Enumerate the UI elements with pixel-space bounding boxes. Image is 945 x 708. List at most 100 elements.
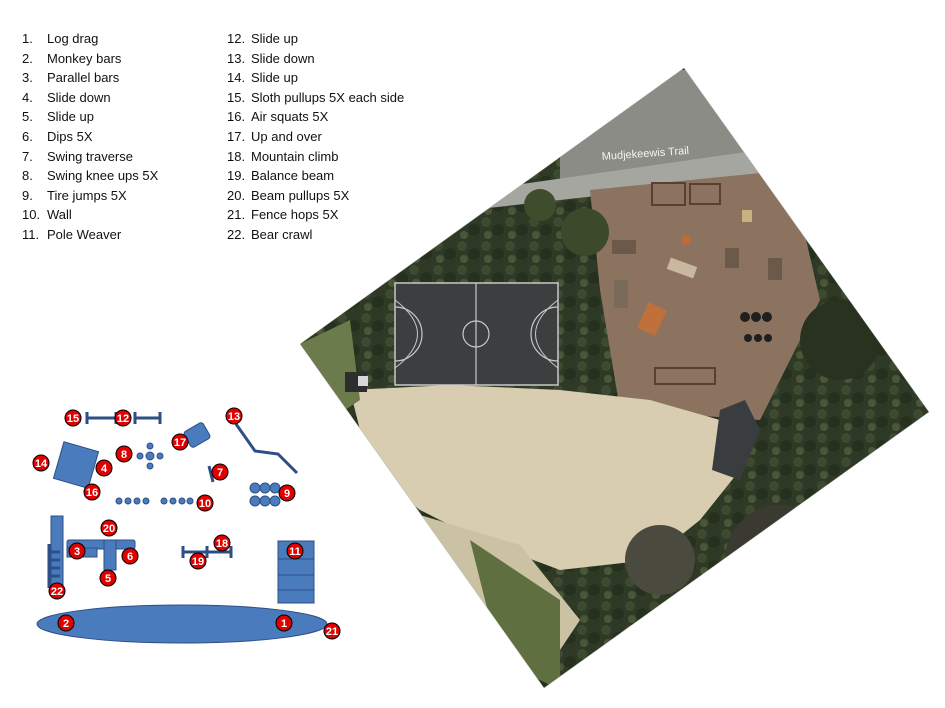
station-number: 15. — [227, 89, 246, 105]
slide-up-structure — [103, 539, 117, 571]
station-label: Mountain climb — [251, 148, 339, 164]
station-number: 3. — [22, 70, 33, 86]
station-marker: 4 — [95, 459, 113, 477]
station-marker-dot — [286, 542, 304, 560]
station-number: 19. — [227, 168, 246, 184]
station-list-item: 6.Dips 5X — [22, 127, 158, 147]
station-number: 2. — [22, 50, 33, 66]
station-list-item: 21. Fence hops 5X — [227, 205, 404, 225]
station-label: Beam pullups 5X — [251, 187, 350, 203]
station-marker-dot — [275, 614, 293, 632]
station-marker: 2 — [57, 614, 75, 632]
station-marker-dot — [189, 552, 207, 570]
station-label: Pole Weaver — [47, 226, 122, 242]
station-list-item: 4. Slide down — [22, 88, 158, 108]
station-marker-dot — [83, 483, 101, 501]
station-marker-number: 14 — [35, 458, 48, 470]
swing-structure — [52, 441, 100, 489]
station-marker: 14 — [32, 454, 50, 472]
station-marker: 7 — [211, 463, 229, 481]
station-number: 14. — [227, 70, 246, 86]
station-marker-number: 7 — [217, 467, 223, 479]
station-list-item: 9. Tire jumps 5X — [22, 186, 158, 206]
station-label: Up and over — [251, 128, 322, 144]
station-list-item: 3. Parallel bars — [22, 68, 158, 88]
station-marker: 1 — [275, 614, 293, 632]
station-marker-dot — [95, 459, 113, 477]
station-number: 21. — [227, 207, 246, 223]
station-marker-number: 22 — [51, 586, 63, 598]
station-marker-dot — [64, 409, 82, 427]
station-marker-number: 12 — [117, 413, 129, 425]
station-number: 7. — [22, 148, 33, 164]
station-number: 1. — [22, 31, 33, 46]
station-marker: 10 — [196, 494, 214, 512]
station-marker-dot — [323, 622, 341, 640]
station-number: 10. — [22, 207, 41, 223]
station-list-item: 1. Log drag — [22, 29, 158, 49]
station-list-item: 22. Bear crawl — [227, 225, 404, 245]
station-list-item: 11. Pole Weaver — [22, 225, 158, 245]
station-marker-number: 6 — [127, 551, 133, 563]
station-marker: 13 — [225, 407, 243, 425]
station-marker: 15 — [64, 409, 82, 427]
station-marker: 17 — [171, 433, 189, 451]
station-label: Fence hops 5X — [251, 207, 339, 223]
station-marker-number: 1 — [281, 618, 287, 630]
station-list-item: 7. Swing traverse — [22, 147, 158, 167]
station-list-item: 20. Beam pullups 5X — [227, 186, 404, 206]
station-label: Sloth pullups 5X each side — [251, 89, 405, 105]
station-list-item: 15. Sloth pullups 5X each side — [227, 88, 404, 108]
station-label: Tire jumps 5X — [47, 187, 127, 203]
station-number: 6. — [22, 128, 33, 144]
station-marker-dot — [68, 542, 86, 560]
station-marker-number: 13 — [228, 411, 240, 423]
station-marker-number: 15 — [67, 413, 79, 425]
station-marker: 18 — [213, 534, 231, 552]
station-marker-dot — [48, 582, 66, 600]
station-number: 9. — [22, 187, 33, 203]
station-label: Slide up — [47, 109, 94, 125]
station-list-item: 16.Air squats 5X — [227, 107, 404, 127]
station-label: Swing traverse — [47, 148, 133, 164]
station-number: 12. — [227, 31, 246, 46]
station-number: 11. — [22, 226, 40, 242]
station-number: 17. — [227, 128, 246, 144]
station-label: Log drag — [47, 31, 99, 46]
station-marker-dot — [99, 569, 117, 587]
station-marker-number: 9 — [284, 488, 290, 500]
station-marker: 12 — [114, 409, 132, 427]
station-number: 13. — [227, 50, 246, 66]
station-marker-dot — [211, 463, 229, 481]
station-list-item: 19.Balance beam — [227, 166, 404, 186]
station-marker: 8 — [115, 445, 133, 463]
station-number: 22. — [227, 226, 246, 242]
station-number: 16. — [227, 109, 246, 125]
station-marker: 16 — [83, 483, 101, 501]
station-list-item: 10. Wall — [22, 205, 158, 225]
station-marker-number: 2 — [63, 618, 69, 630]
station-label: Bear crawl — [251, 226, 313, 242]
station-list-item: 13.Slide down — [227, 49, 404, 69]
building — [712, 400, 760, 480]
station-label: Slide down — [47, 89, 111, 105]
station-number: 20. — [227, 187, 246, 203]
station-number: 8. — [22, 168, 33, 184]
station-label: Wall — [47, 207, 72, 223]
station-marker-dot — [121, 547, 139, 565]
station-label: Slide up — [251, 31, 298, 46]
station-marker-dot — [196, 494, 214, 512]
station-number: 18. — [227, 148, 246, 164]
station-marker: 5 — [99, 569, 117, 587]
station-list-item: 5.Slide up — [22, 107, 158, 127]
station-marker-number: 21 — [326, 626, 338, 638]
station-marker-dot — [278, 484, 296, 502]
station-marker-dot — [100, 519, 118, 537]
station-number: 4. — [22, 89, 33, 105]
playground-dirt-area — [590, 170, 820, 420]
station-marker: 21 — [323, 622, 341, 640]
station-label: Parallel bars — [47, 70, 120, 86]
